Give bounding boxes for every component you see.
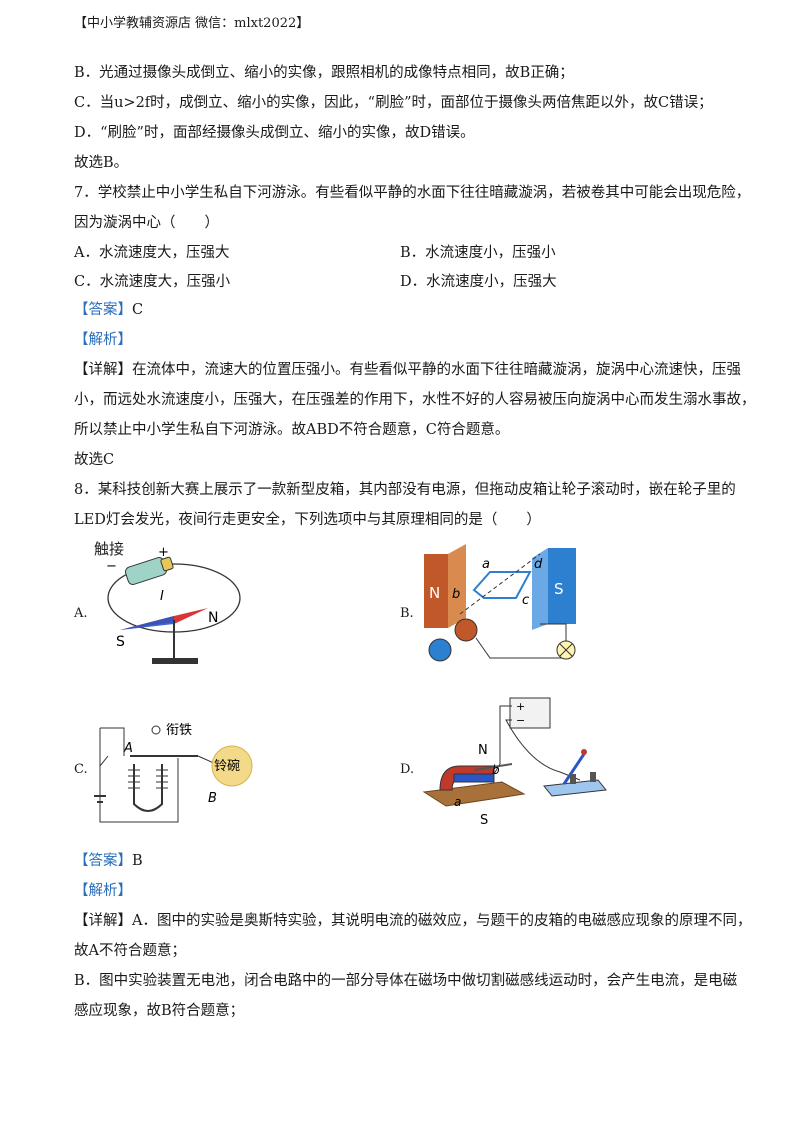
contact-screw xyxy=(151,725,161,735)
circuit-wire xyxy=(99,728,179,823)
question-7-cont: 因为漩涡中心（ ） xyxy=(74,215,219,231)
power-supply xyxy=(509,697,551,729)
page-header: 【中小学教辅资源店 微信：mlxt2022】 xyxy=(74,16,310,31)
answer-tag: 【答案】 xyxy=(74,853,132,869)
switch-knob xyxy=(581,749,587,755)
label-s: S xyxy=(554,580,564,598)
wire-positive xyxy=(493,705,512,775)
text-line: D．“刷脸”时，面部经摄像头成倒立、缩小的实像，故D错误。 xyxy=(74,125,475,141)
text-line: 故选B。 xyxy=(74,155,129,171)
detail-tag: 【详解】 xyxy=(74,913,132,929)
needle-south xyxy=(120,616,174,630)
figure-b-generator: N S a b c d xyxy=(424,544,576,662)
fig-b-letter: B. xyxy=(400,606,414,621)
label-n: N xyxy=(208,610,218,626)
label-a: a xyxy=(454,795,461,809)
detail-8-cont: 感应现象，故B符合题意； xyxy=(74,1003,245,1019)
fig-d-letter: D. xyxy=(400,762,415,777)
detail-text: A．图中的实验是奥斯特实验，其说明电流的磁效应，与题干的皮箱的电磁感应现象的原理… xyxy=(132,913,752,929)
select-7: 故选C xyxy=(74,452,115,468)
answer-tag: 【答案】 xyxy=(74,302,132,318)
battery-icon xyxy=(124,556,174,585)
label-n: N xyxy=(478,743,488,758)
label-bell: 铃碗 xyxy=(214,758,240,774)
switch-icon xyxy=(99,755,109,767)
magnet-s-face xyxy=(548,548,576,624)
detail-text: 在流体中，流速大的位置压强小。有些看似平静的水面下往往暗藏漩涡，旋涡中心流速快，… xyxy=(132,362,741,378)
axis-line xyxy=(459,553,541,615)
figure-a-oersted: 触接 − + I S N xyxy=(94,540,241,664)
slip-ring-2 xyxy=(428,638,452,662)
label-a: A xyxy=(123,741,133,756)
magnet-s-side xyxy=(532,548,548,630)
switch-lever xyxy=(562,753,586,785)
slip-ring xyxy=(454,618,478,642)
detail-7-cont: 小，而远处水流速度小，压强大，在压强差的作用下，水性不好的人容易被压向旋涡中心而… xyxy=(74,392,756,408)
label-s: S xyxy=(116,634,125,650)
figure-c-electric-bell: 衔铁 A 铃碗 B xyxy=(94,723,253,823)
label-minus: − xyxy=(516,714,525,727)
magnet-n-face xyxy=(424,554,448,628)
label-b: B xyxy=(208,791,217,806)
answer-value: B xyxy=(132,853,143,869)
detail-tag: 【详解】 xyxy=(74,362,132,378)
label-a: a xyxy=(482,557,490,572)
label-touch: 触接 xyxy=(94,540,124,558)
needle-tip xyxy=(174,608,208,624)
q7-option-d: D．水流速度小，压强大 xyxy=(400,274,557,290)
answer-7: 【答案】C xyxy=(74,300,143,320)
magnet-n-side xyxy=(448,544,466,628)
label-c: c xyxy=(522,593,529,608)
detail-8-cont: B．图中实验装置无电池，闭合电路中的一部分导体在磁场中做切割磁感线运动时，会产生… xyxy=(74,973,738,989)
label-n: N xyxy=(429,584,440,602)
q7-option-c: C．水流速度大，压强小 xyxy=(74,274,231,290)
analysis-7-tag: 【解析】 xyxy=(74,332,132,348)
answer-8: 【答案】B xyxy=(74,851,143,871)
wire-negative xyxy=(505,719,581,781)
analysis-8-tag: 【解析】 xyxy=(74,883,132,899)
coil-windings xyxy=(128,769,168,789)
label-b: b xyxy=(492,763,500,777)
label-armature: 衔铁 xyxy=(166,723,192,738)
label-current: I xyxy=(160,589,164,604)
output-wire xyxy=(475,637,566,659)
question-8-cont: LED灯会发光，夜间行走更安全，下列选项中与其原理相同的是（ ） xyxy=(74,512,541,528)
rail-bar xyxy=(473,763,513,771)
stand-base xyxy=(152,658,198,664)
question-8: 8．某科技创新大赛上展示了一款新型皮箱，其内部没有电源，但拖动皮箱让轮子滚动时，… xyxy=(74,482,736,498)
label-s: S xyxy=(480,813,488,828)
bell-gong xyxy=(211,745,253,787)
answer-value: C xyxy=(132,302,144,318)
label-minus: − xyxy=(106,559,117,574)
q7-option-a: A．水流速度大，压强大 xyxy=(74,245,230,261)
switch-base xyxy=(543,779,607,797)
u-magnet xyxy=(133,764,163,812)
magnet-blue xyxy=(453,773,495,783)
q7-option-b: B．水流速度小，压强小 xyxy=(400,245,556,261)
figure-d-motor-principle: + − N b a S xyxy=(422,697,607,828)
label-plus: + xyxy=(516,700,525,713)
question-7: 7．学校禁止中小学生私自下河游泳。有些看似平静的水面下往往暗藏漩涡，若被卷其中可… xyxy=(74,185,751,201)
wooden-base xyxy=(422,781,526,807)
detail-7: 【详解】在流体中，流速大的位置压强小。有些看似平静的水面下往往暗藏漩涡，旋涡中心… xyxy=(74,360,741,380)
label-b: b xyxy=(452,587,460,602)
detail-8: 【详解】A．图中的实验是奥斯特实验，其说明电流的磁效应，与题干的皮箱的电磁感应现… xyxy=(74,911,751,931)
text-line: C．当u>2f时，成倒立、缩小的实像，因此，“刷脸”时，面部位于摄像头两倍焦距以… xyxy=(74,95,713,111)
fig-c-letter: C. xyxy=(74,762,88,777)
detail-8-cont: 故A不符合题意； xyxy=(74,943,186,959)
detail-7-cont: 所以禁止中小学生私自下河游泳。故ABD不符合题意，C符合题意。 xyxy=(74,422,510,438)
fig-a-letter: A. xyxy=(74,606,88,621)
label-plus: + xyxy=(158,545,169,560)
label-d: d xyxy=(534,557,543,572)
text-line: B．光通过摄像头成倒立、缩小的实像，跟照相机的成像特点相同，故B正确； xyxy=(74,65,574,81)
